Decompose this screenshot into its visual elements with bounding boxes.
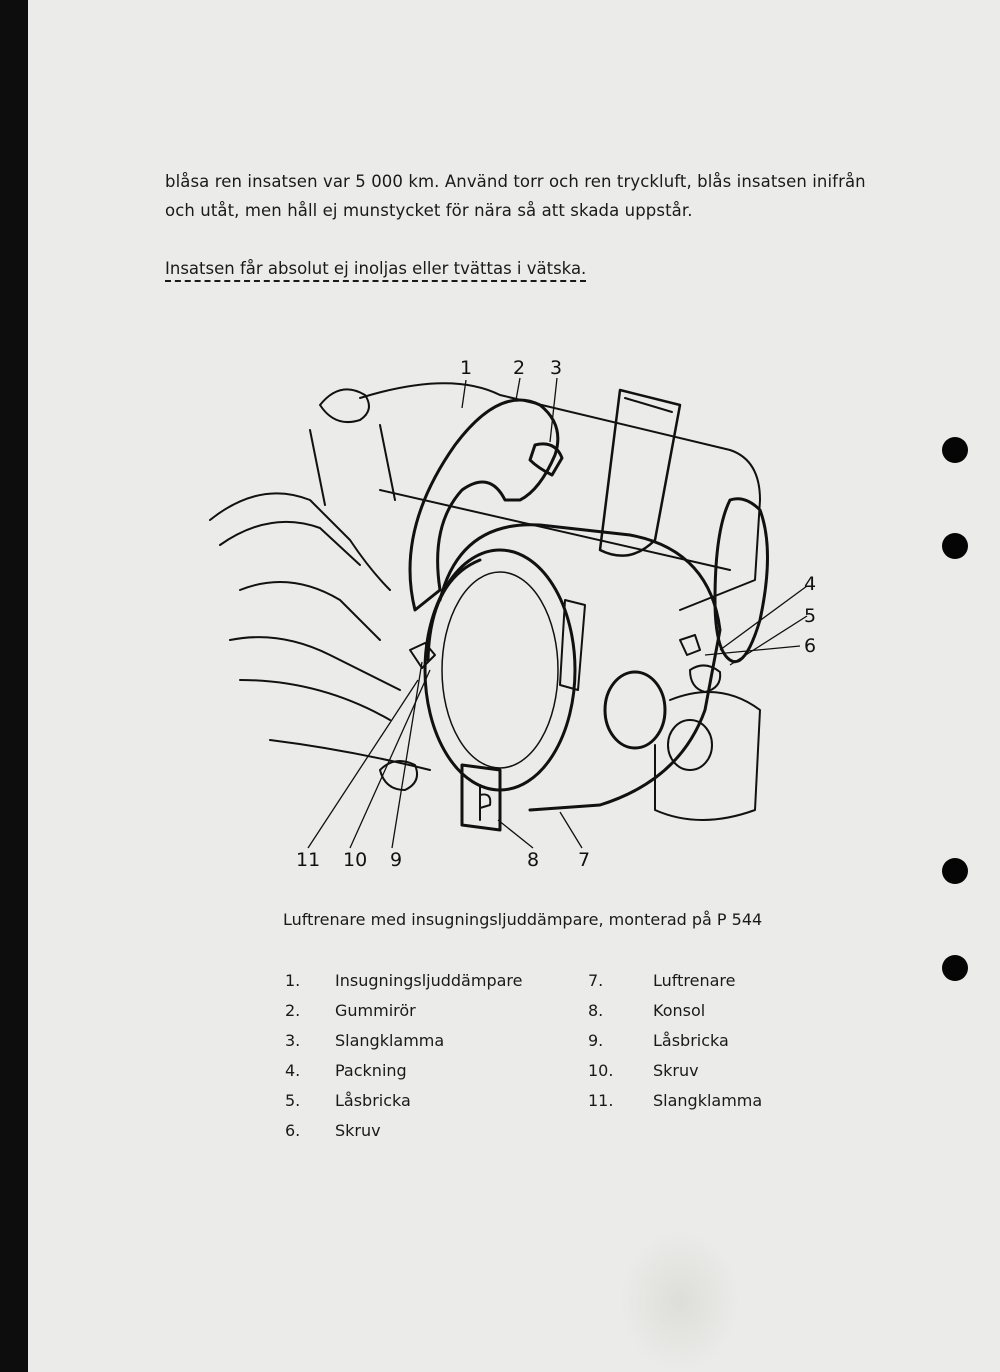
legend-number: 4.: [285, 1061, 301, 1080]
leader-9: [391, 661, 423, 849]
silencer-seam: [379, 489, 731, 571]
legend-item: 6. Skruv: [285, 1116, 522, 1146]
legend-label: Låsbricka: [335, 1091, 411, 1110]
leader-6: [704, 645, 801, 656]
legend-item: 8. Konsol: [588, 996, 762, 1026]
callout-10: 10: [343, 849, 367, 871]
bracket: [460, 763, 502, 832]
paper-stain: [620, 1230, 740, 1372]
legend-left: 1. Insugningsljuddämpare 2. Gummirör 3. Sla…: [285, 966, 522, 1146]
legend-right: 7. Luftrenare 8. Konsol 9. Låsbricka 10. Skr…: [588, 966, 762, 1116]
legend-label: Låsbricka: [653, 1031, 729, 1050]
screw-6: [679, 634, 701, 656]
leader-2: [515, 377, 521, 401]
engine-hose-line: [219, 520, 361, 566]
legend-number: 11.: [588, 1091, 614, 1110]
bracket-bolt: [479, 784, 492, 821]
callout-8: 8: [527, 849, 539, 871]
legend-number: 2.: [285, 1001, 301, 1020]
side-nozzle: [603, 670, 667, 750]
callout-2: 2: [513, 357, 525, 379]
legend-item: 1. Insugningsljuddämpare: [285, 966, 522, 996]
legend-label: Luftrenare: [653, 971, 736, 990]
leader-7: [559, 811, 583, 849]
punch-hole: [942, 437, 968, 463]
legend-number: 9.: [588, 1031, 604, 1050]
callout-6: 6: [804, 635, 816, 657]
filter-nut: [667, 719, 713, 771]
leader-5: [729, 615, 808, 666]
legend-label: Skruv: [653, 1061, 699, 1080]
legend-number: 10.: [588, 1061, 614, 1080]
intake-tube: [598, 388, 682, 557]
legend-label: Konsol: [653, 1001, 706, 1020]
legend-item: 4. Packning: [285, 1056, 522, 1086]
engine-line: [239, 581, 381, 641]
legend-number: 1.: [285, 971, 301, 990]
punch-hole: [942, 533, 968, 559]
legend-item: 11. Slangklamma: [588, 1086, 762, 1116]
rubber-hose: [408, 398, 560, 612]
legend-label: Skruv: [335, 1121, 381, 1140]
legend-item: 5. Låsbricka: [285, 1086, 522, 1116]
leader-1: [461, 379, 467, 409]
callout-7: 7: [578, 849, 590, 871]
legend-item: 3. Slangklamma: [285, 1026, 522, 1056]
callout-1: 1: [460, 357, 472, 379]
engine-hose-line: [209, 492, 391, 591]
callout-9: 9: [390, 849, 402, 871]
legend-number: 7.: [588, 971, 604, 990]
legend-label: Insugningsljuddämpare: [335, 971, 523, 990]
leader-11: [307, 679, 419, 849]
legend-label: Packning: [335, 1061, 407, 1080]
nut-lower: [379, 760, 418, 791]
callout-5: 5: [804, 605, 816, 627]
paragraph-line-2: och utåt, men håll ej munstycket för när…: [165, 201, 693, 220]
callout-4: 4: [804, 573, 816, 595]
leader-3: [549, 377, 558, 443]
figure-caption: Luftrenare med insugningsljuddämpare, mo…: [283, 910, 763, 929]
warning-text: Insatsen får absolut ej inoljas eller tv…: [165, 259, 587, 278]
silencer-body: [359, 382, 761, 611]
engine-block-edge: [309, 424, 396, 506]
punch-hole: [942, 955, 968, 981]
legend-label: Slangklamma: [653, 1091, 763, 1110]
punch-hole: [942, 858, 968, 884]
housing-slot: [559, 599, 586, 691]
air-cleaner-diagram: 1 2 3 4 5 6 7 8 9 10 11: [209, 357, 816, 871]
legend-item: 10. Skruv: [588, 1056, 762, 1086]
callout-3: 3: [550, 357, 562, 379]
legend-item: 2. Gummirör: [285, 996, 522, 1026]
binding-strip: [0, 0, 28, 1372]
hose-clamp: [528, 442, 564, 477]
legend-item: 7. Luftrenare: [588, 966, 762, 996]
air-cleaner-face-inner: [441, 571, 559, 769]
engine-line: [269, 739, 431, 771]
callout-11: 11: [296, 849, 320, 871]
filler-cap: [319, 388, 370, 424]
bolt-9: [409, 642, 436, 669]
housing-clamp-band: [426, 558, 482, 662]
bolt-head-right: [689, 664, 722, 693]
legend-item: 9. Låsbricka: [588, 1026, 762, 1056]
air-cleaner-housing: [438, 523, 722, 812]
leader-4: [719, 585, 808, 651]
engine-line: [229, 636, 401, 691]
paragraph-line-1: blåsa ren insatsen var 5 000 km. Använd …: [165, 172, 866, 191]
legend-label: Gummirör: [335, 1001, 416, 1020]
intake-tube-rim: [624, 397, 673, 413]
legend-number: 3.: [285, 1031, 301, 1050]
engine-line: [239, 679, 391, 721]
leader-10: [349, 669, 431, 849]
legend-number: 6.: [285, 1121, 301, 1140]
legend-label: Slangklamma: [335, 1031, 445, 1050]
legend-number: 8.: [588, 1001, 604, 1020]
oil-filter: [654, 691, 761, 821]
silencer-end-opening: [713, 497, 769, 664]
legend-number: 5.: [285, 1091, 301, 1110]
leader-8: [497, 819, 534, 849]
